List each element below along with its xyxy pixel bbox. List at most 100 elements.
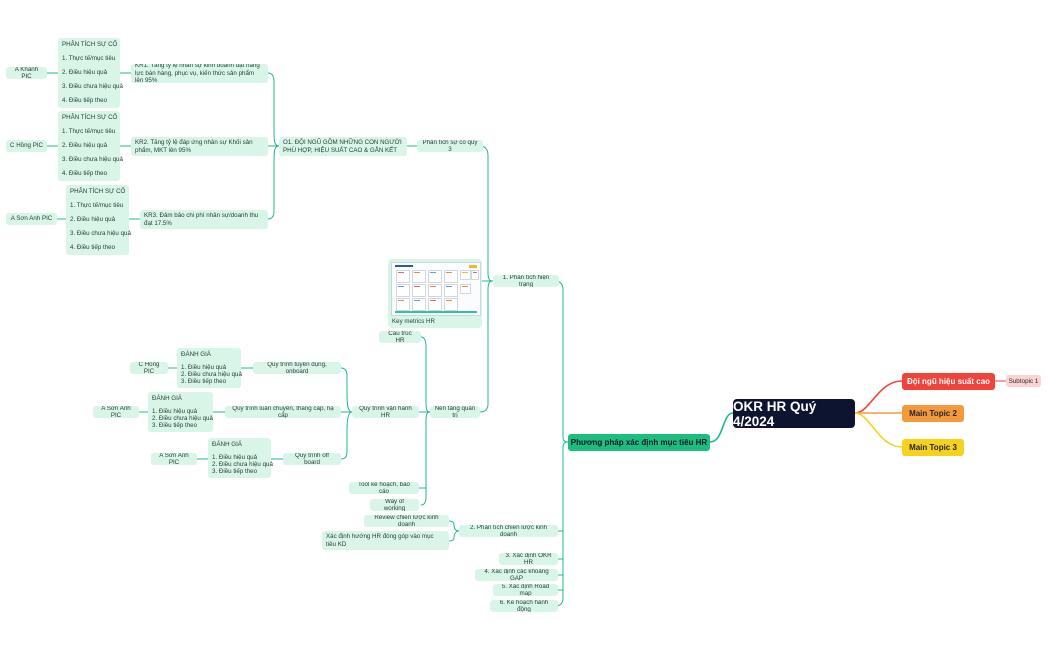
operation-label: Quy trình vận hành HR xyxy=(359,406,412,418)
kr1-pic-label: A Khánh PIC xyxy=(14,67,39,79)
evaluation-item-3-2: 2. Điều chưa hiệu quả xyxy=(212,461,273,468)
evaluation-block-1[interactable] xyxy=(177,348,241,388)
root-topic-label: OKR HR Quý 4/2024 xyxy=(733,398,817,429)
link-topic3 xyxy=(854,412,903,448)
evaluation-item-3-1: 1. Điều hiệu quả xyxy=(212,454,258,461)
evaluation-block-3[interactable] xyxy=(208,438,271,478)
step-3-node[interactable]: 3. Xác định OKR HR xyxy=(499,553,558,565)
evaluation-item-2-3: 3. Điều tiếp theo xyxy=(152,422,198,429)
hr-contribution-node[interactable]: Xác định hướng HR đóng góp vào mục tiêu … xyxy=(322,531,449,550)
incident-item-2-2: 2. Điều hiệu quả xyxy=(62,142,108,149)
incident-item-3-3: 3. Điều chưa hiệu quả xyxy=(70,230,131,237)
step-4-node[interactable]: 4. Xác định các khoảng GAP xyxy=(475,569,558,581)
structure-label: Cấu trúc HR xyxy=(388,331,412,343)
kr3-node[interactable]: KR3. Đảm bảo chi phí nhân sự/doanh thu đ… xyxy=(140,210,268,229)
step-3-label: 3. Xác định OKR HR xyxy=(505,553,552,565)
kr1-pic-node[interactable]: A Khánh PIC xyxy=(6,67,47,79)
process-2-pic-node[interactable]: A Sơn Anh PIC xyxy=(93,406,139,418)
kr2-pic-label: C Hồng PIC xyxy=(10,142,44,150)
step-2-node[interactable]: 2. Phân tích chiến lược kinh doanh xyxy=(459,525,558,537)
step-5-node[interactable]: 5. Xác định Road map xyxy=(493,584,558,596)
analysis-label: Phân tích sự cố quý 3 xyxy=(422,140,478,152)
process-2-pic-label: A Sơn Anh PIC xyxy=(101,406,131,418)
main-topic-3[interactable]: Main Topic 3 xyxy=(902,439,964,456)
main-topic-2[interactable]: Main Topic 2 xyxy=(902,405,964,422)
process-1-label: Quy trình tuyển dụng, onboard xyxy=(267,362,327,374)
incident-block-1[interactable] xyxy=(58,38,120,108)
process-3-node[interactable]: Quy trình off board xyxy=(283,453,341,465)
kr1-label: KR1. Tăng tỷ lệ nhân sự kinh doanh đạt n… xyxy=(135,64,260,83)
incident-item-2-3: 3. Điều chưa hiệu quả xyxy=(62,156,123,163)
main-topic-3-label: Main Topic 3 xyxy=(909,443,957,452)
kr1-node[interactable]: KR1. Tăng tỷ lệ nhân sự kinh doanh đạt n… xyxy=(131,64,268,83)
incident-item-2-4: 4. Điều tiếp theo xyxy=(62,170,108,177)
operation-node[interactable]: Quy trình vận hành HR xyxy=(352,406,419,418)
incident-block-2[interactable] xyxy=(58,111,120,181)
process-3-label: Quy trình off board xyxy=(295,453,329,465)
review-strategy-label: Review chiến lược kinh doanh xyxy=(374,515,439,527)
process-1-node[interactable]: Quy trình tuyển dụng, onboard xyxy=(253,362,341,374)
tools-label: Tool kế hoạch, báo cáo xyxy=(358,482,410,494)
kr3-label: KR3. Đảm bảo chi phí nhân sự/doanh thu đ… xyxy=(144,212,259,227)
evaluation-item-1-2: 2. Điều chưa hiệu quả xyxy=(181,371,242,378)
objective-node[interactable]: O1. ĐỘI NGŨ GỒM NHỮNG CON NGƯỜI PHÙ HỢP,… xyxy=(279,137,407,156)
step-1-node[interactable]: 1. Phân tích hiện trạng xyxy=(493,275,559,287)
objective-label: O1. ĐỘI NGŨ GỒM NHỮNG CON NGƯỜI PHÙ HỢP,… xyxy=(283,139,402,154)
tools-node[interactable]: Tool kế hoạch, báo cáo xyxy=(349,482,419,494)
key-metrics-label: Key metrics HR xyxy=(392,318,435,325)
incident-item-1-2: 2. Điều hiệu quả xyxy=(62,69,108,76)
kr2-node[interactable]: KR2. Tăng tỷ lệ đáp ứng nhân sự Khối sản… xyxy=(131,137,268,156)
step-4-label: 4. Xác định các khoảng GAP xyxy=(484,569,549,581)
main-topic-team-label: Đội ngũ hiệu suất cao xyxy=(906,377,991,386)
evaluation-item-2-2: 2. Điều chưa hiệu quả xyxy=(152,415,213,422)
step-5-label: 5. Xác định Road map xyxy=(501,584,550,596)
evaluation-title-1: ĐÁNH GIÁ xyxy=(181,351,211,358)
way-of-working-node[interactable]: Way of working xyxy=(370,499,419,511)
incident-item-1-3: 3. Điều chưa hiệu quả xyxy=(62,83,123,90)
process-1-pic-node[interactable]: C Hồng PIC xyxy=(130,362,168,374)
kr3-pic-node[interactable]: A Sơn Anh PIC xyxy=(6,213,57,225)
incident-block-3[interactable] xyxy=(66,185,129,255)
kr2-label: KR2. Tăng tỷ lệ đáp ứng nhân sự Khối sản… xyxy=(135,139,253,154)
evaluation-item-1-3: 3. Điều tiếp theo xyxy=(181,378,227,385)
evaluation-item-3-3: 3. Điều tiếp theo xyxy=(212,468,258,475)
process-2-node[interactable]: Quy trình luân chuyển, thăng cấp, hạ cấp xyxy=(225,406,341,418)
step-1-label: 1. Phân tích hiện trạng xyxy=(502,275,550,287)
analysis-node[interactable]: Phân tích sự cố quý 3 xyxy=(417,140,483,152)
foundation-node[interactable]: Nền tảng quản trị xyxy=(430,406,480,418)
evaluation-item-1-1: 1. Điều hiệu quả xyxy=(181,364,227,371)
evaluation-title-3: ĐÁNH GIÁ xyxy=(212,441,242,448)
evaluation-item-2-1: 1. Điều hiệu quả xyxy=(152,408,198,415)
method-topic-label: Phương pháp xác định mục tiêu HR xyxy=(570,438,708,447)
key-metrics-node[interactable]: Key metrics HR xyxy=(388,259,482,328)
root-topic[interactable]: OKR HR Quý 4/2024 xyxy=(733,398,855,429)
foundation-label: Nền tảng quản trị xyxy=(434,406,476,418)
main-topic-2-label: Main Topic 2 xyxy=(909,409,957,418)
incident-title-3: PHÂN TÍCH SỰ CỐ xyxy=(70,188,126,195)
process-1-pic-label: C Hồng PIC xyxy=(138,362,160,374)
method-topic[interactable]: Phương pháp xác định mục tiêu HR xyxy=(568,434,710,451)
main-topic-team[interactable]: Đội ngũ hiệu suất cao xyxy=(902,373,995,390)
incident-item-3-2: 2. Điều hiệu quả xyxy=(70,216,116,223)
step-6-node[interactable]: 6. Kế hoạch hành động xyxy=(490,600,558,612)
subtopic-1[interactable]: Subtopic 1 xyxy=(1006,375,1041,387)
incident-item-2-1: 1. Thực tế/mục tiêu xyxy=(62,128,116,135)
kr3-pic-label: A Sơn Anh PIC xyxy=(10,215,53,223)
review-strategy-node[interactable]: Review chiến lược kinh doanh xyxy=(364,515,449,527)
hr-contribution-label: Xác định hướng HR đóng góp vào mục tiêu … xyxy=(326,533,434,548)
incident-item-1-4: 4. Điều tiếp theo xyxy=(62,97,108,104)
structure-node[interactable]: Cấu trúc HR xyxy=(379,331,421,343)
step-6-label: 6. Kế hoạch hành động xyxy=(499,600,549,612)
link-team xyxy=(854,380,903,414)
process-3-pic-node[interactable]: A Sơn Anh PIC xyxy=(151,453,197,465)
way-of-working-label: Way of working xyxy=(383,499,406,511)
key-metrics-image xyxy=(391,262,481,316)
process-3-pic-label: A Sơn Anh PIC xyxy=(159,453,189,465)
kr2-pic-node[interactable]: C Hồng PIC xyxy=(6,140,47,152)
step-2-label: 2. Phân tích chiến lược kinh doanh xyxy=(470,525,547,537)
incident-item-3-1: 1. Thực tế/mục tiêu xyxy=(70,202,124,209)
evaluation-title-2: ĐÁNH GIÁ xyxy=(152,395,182,402)
incident-item-3-4: 4. Điều tiếp theo xyxy=(70,244,116,251)
evaluation-block-2[interactable] xyxy=(148,392,213,432)
incident-title-1: PHÂN TÍCH SỰ CỐ xyxy=(62,41,118,48)
